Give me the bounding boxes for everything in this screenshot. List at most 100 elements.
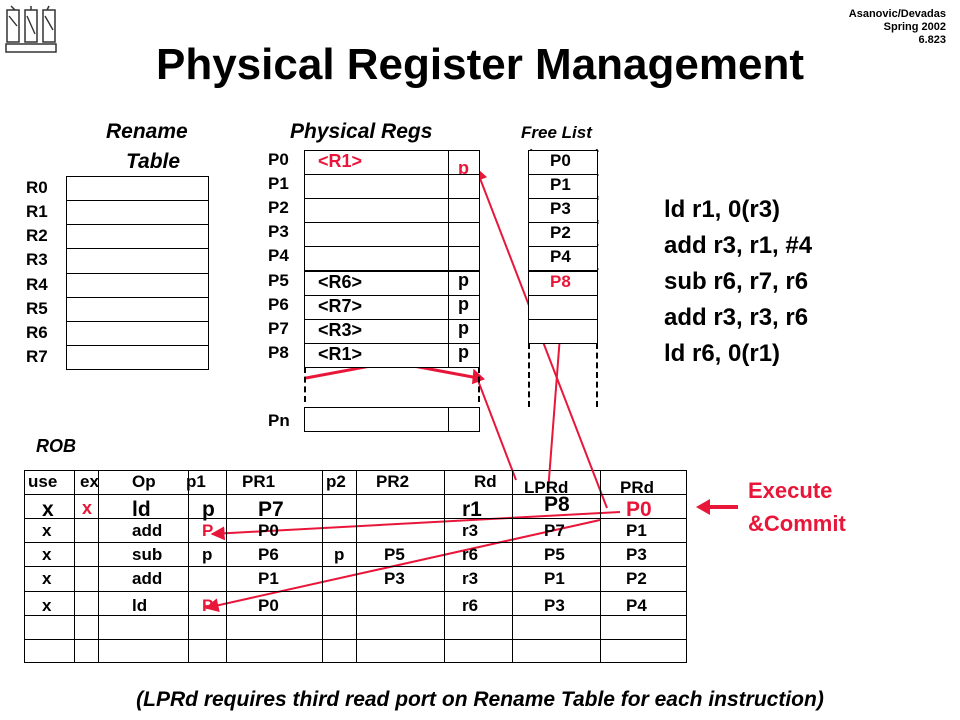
header-authors: Asanovic/Devadas: [848, 8, 946, 20]
rob-header-p2: p2: [326, 472, 346, 491]
arrow-lprd-to-present: [471, 368, 517, 481]
rob-col-line: [188, 470, 189, 663]
rob-row-line: [24, 638, 687, 640]
rob-row2-pr1: P0: [258, 521, 279, 540]
rob-header-p1: p1: [186, 472, 206, 491]
rob-header-prd: PRd: [620, 478, 654, 497]
pr-value-p6: <R7>: [318, 295, 363, 316]
pr-present-cell: [448, 174, 480, 200]
fl-cell: [528, 318, 598, 344]
fl-entry-p4: P4: [550, 247, 571, 267]
rob-row1-op: ld: [132, 498, 151, 521]
rob-header-use: use: [28, 472, 58, 491]
pr-label-pn: Pn: [268, 411, 290, 430]
pr-value-cell-pn: [304, 407, 449, 432]
pr-present-cell: [448, 198, 480, 224]
fl-cell: [528, 294, 598, 320]
rob-header-lprd: LPRd: [524, 478, 569, 497]
pr-label-p1: P1: [268, 174, 289, 194]
physical-regs-title: Physical Regs: [290, 120, 433, 143]
pr-present-p8: p: [458, 341, 469, 362]
rob-row3-prd: P3: [626, 545, 647, 564]
instruction-4: add r3, r3, r6: [664, 304, 809, 331]
rob-col-line: [444, 470, 445, 663]
header-course: 6.823: [918, 34, 946, 46]
rename-table-subtitle: Table: [126, 150, 181, 173]
pr-present-p0: p: [458, 158, 469, 178]
rob-row-line: [24, 542, 687, 544]
rob-row3-op: sub: [132, 545, 163, 564]
pr-present-cell: [448, 150, 480, 176]
footnote: (LPRd requires third read port on Rename…: [136, 688, 824, 711]
free-list-title: Free List: [521, 123, 592, 142]
commit-label: &Commit: [748, 511, 846, 536]
pr-present-cell: [448, 246, 480, 272]
rob-header-ex: ex: [80, 472, 99, 491]
arrow-prd-to-p1: [210, 511, 621, 541]
rob-header-pr1: PR1: [242, 472, 276, 491]
instruction-1: ld r1, 0(r3): [664, 196, 781, 223]
rob-row4-use: x: [42, 569, 52, 588]
pr-present-cell: [448, 222, 480, 248]
pr-label-p0: P0: [268, 150, 289, 169]
rob-row1-rd: r1: [462, 498, 482, 521]
pr-value-cell: [304, 198, 449, 224]
pr-value-cell: [304, 174, 449, 200]
rob-row5-p1: P: [202, 596, 214, 615]
logo: [4, 4, 58, 56]
rob-row5-op: ld: [132, 596, 148, 615]
rob-row-line: [24, 614, 687, 616]
fl-cell: [528, 246, 598, 272]
rob-col-line: [74, 470, 75, 663]
rob-row4-lprd: P1: [544, 569, 565, 588]
rt-cell-r4: [66, 272, 209, 298]
fl-gap: [528, 342, 598, 407]
header-term: Spring 2002: [883, 21, 946, 33]
rob-row2-op: add: [132, 521, 163, 540]
page-title: Physical Register Management: [155, 40, 804, 89]
rob-row4-rd: r3: [462, 569, 479, 588]
pr-label-p2: P2: [268, 198, 289, 218]
rob-row3-rd: r6: [462, 545, 479, 564]
rob-row5-lprd: P3: [544, 596, 565, 615]
rob-row1-pr1: P7: [258, 498, 284, 521]
fl-entry-p1: P1: [550, 175, 571, 195]
rt-label-r3: R3: [26, 250, 48, 270]
rt-cell-r0: [66, 176, 209, 202]
rt-label-r5: R5: [26, 298, 48, 318]
pr-label-p6: P6: [268, 294, 289, 314]
rt-cell-r3: [66, 248, 209, 274]
rt-label-r6: R6: [26, 322, 48, 342]
rob-row2-p1: P: [202, 521, 214, 540]
rob-title: ROB: [36, 436, 76, 456]
pr-value-p7: <R3>: [318, 319, 363, 340]
rob-col-line: [98, 470, 99, 663]
rob-col-line: [226, 470, 227, 663]
instruction-2: add r3, r1, #4: [664, 232, 813, 259]
rt-cell-r5: [66, 296, 209, 322]
rob-col-line: [322, 470, 323, 663]
rob-row4-op: add: [132, 569, 163, 588]
rt-label-r7: R7: [26, 346, 48, 366]
rob-row5-use: x: [42, 596, 52, 615]
rob-row2-prd: P1: [626, 521, 647, 540]
rt-label-r2: R2: [26, 226, 48, 246]
pr-value-cell: [304, 246, 449, 272]
instruction-3: sub r6, r7, r6: [664, 268, 809, 295]
pr-present-cell-pn: [448, 407, 480, 432]
rob-header-rd: Rd: [474, 472, 497, 491]
pr-present-p7: p: [458, 317, 469, 338]
fl-cell: [528, 270, 598, 296]
pr-gap: [304, 366, 480, 402]
fl-cell: [528, 222, 598, 248]
rob-row1-lprd: P8: [544, 493, 570, 516]
rt-cell-r7: [66, 344, 209, 370]
rt-cell-r6: [66, 320, 209, 346]
rob-row5-prd: P4: [626, 596, 647, 615]
rob-row4-prd: P2: [626, 569, 647, 588]
rob-header-op: Op: [132, 472, 156, 491]
rob-col-line: [356, 470, 357, 663]
rob-row-line: [24, 566, 687, 568]
rob-row3-pr1: P6: [258, 545, 279, 564]
instruction-5: ld r6, 0(r1): [664, 340, 781, 367]
